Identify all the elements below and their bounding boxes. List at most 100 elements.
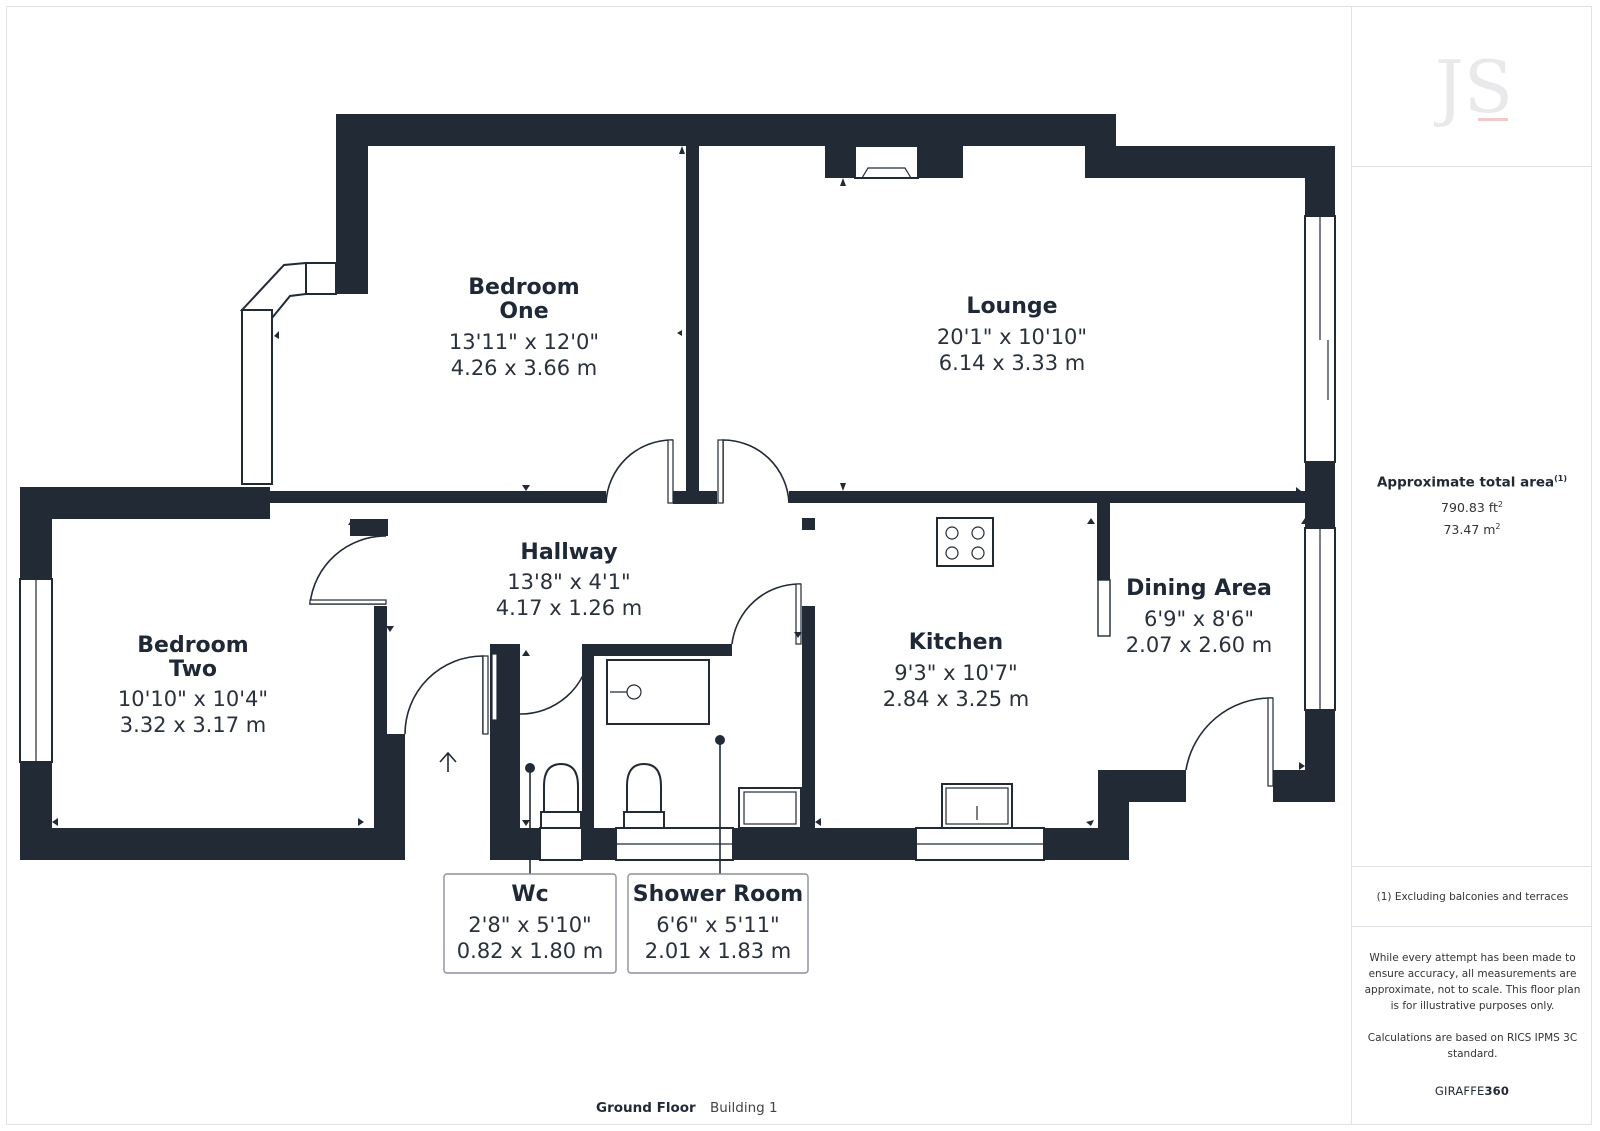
room-name: Wc [511,882,548,907]
door-front [404,655,484,735]
wall-lounge-bottom [789,491,1309,503]
room-dimension-imperial: 13'8" x 4'1" [507,570,630,594]
room-dimension-imperial: 13'11" x 12'0" [449,330,599,354]
shower-room-basin [738,787,802,829]
building-label: Building 1 [709,1100,778,1116]
wc-toilet [543,762,579,813]
room-dimension-metric: 2.84 x 3.25 m [883,687,1029,711]
shower-room-toilet [626,762,662,813]
room-dimension-imperial: 9'3" x 10'7" [894,661,1017,685]
sidebar-divider [1352,166,1592,167]
disclaimer-text: While every attempt has been made to ens… [1364,952,1581,1012]
js-logo-icon: JS [1434,45,1513,129]
room-name: One [499,299,548,324]
floor-plan: .w { fill: #222a36; } .wo { fill: #fffff… [6,6,1351,1125]
room-bedroom-two-label: Bedroom Two 10'10" x 10'4" 3.32 x 3.17 m [118,633,268,737]
room-name: Bedroom [137,633,248,658]
door-bedroom-two [309,535,387,605]
wall-bottom-shower [733,828,916,860]
window-wc [539,827,583,861]
wall-stub-hall [350,519,388,536]
floor-plan-drawing: .w { fill: #222a36; } .wo { fill: #fffff… [19,114,1336,974]
room-name: Lounge [966,294,1057,319]
wall-shower-kitchen-partition [802,606,815,860]
wall-bedroom-two-left-upper [20,487,52,579]
room-bedroom-one-label: Bedroom One 13'11" x 12'0" 4.26 x 3.66 m [449,275,599,380]
door-lounge [722,439,790,504]
wc-callout-box [443,873,617,974]
wall-wc-shower-partition [582,644,594,860]
info-sidebar: JS Approximate total area(1) 790.83 ft2 … [1351,6,1592,1125]
wall-bedroom-one-bottom [270,491,606,503]
calculations-text: Calculations are based on RICS IPMS 3C s… [1367,1032,1578,1060]
page-frame [6,6,1592,1125]
wall-kitchen-dining-partition [1097,500,1110,580]
wall-lounge-right-lower [1305,462,1335,528]
hob [936,517,994,567]
room-name: Shower Room [633,882,803,907]
svg-text:JS: JS [1434,45,1513,129]
area-sqft: 790.83 ft2 [1441,500,1503,516]
wall-dining-bottom-step [1098,770,1186,802]
doors [309,439,1274,787]
shower-callout-box [627,873,809,974]
chimney-left [825,146,855,178]
door-shower [731,583,801,645]
floor-footer: Ground Floor Building 1 [596,1100,778,1116]
room-name: Two [169,657,217,682]
room-shower-room-label: Shower Room 6'6" x 5'11" 2.01 x 1.83 m [633,882,803,963]
chimney-right [918,146,963,178]
wall-dining-bottom-right [1273,770,1335,802]
wall-shower-top [582,644,732,656]
room-name: Bedroom [468,275,579,300]
dimension-markers [52,146,1309,826]
wall-bedroom-lounge-partition [686,146,699,504]
door-wc [519,651,591,715]
wall-bedroom-two-right-thick [385,734,405,860]
door-bedroom-one [605,439,673,504]
door-dining [1185,697,1273,786]
walls [20,114,1335,860]
room-dimension-metric: 2.01 x 1.83 m [645,939,791,963]
room-name: Kitchen [909,630,1003,655]
room-dining-area-label: Dining Area 6'9" x 8'6" 2.07 x 2.60 m [1126,576,1272,657]
area-title: Approximate total area(1) [1376,474,1568,491]
sidebar-divider [1352,926,1592,927]
room-dimension-imperial: 6'9" x 8'6" [1144,607,1254,631]
wall-top [336,114,1116,146]
entrance-arrow-icon [439,751,457,772]
room-dimension-imperial: 10'10" x 10'4" [118,687,268,711]
wall-bedroom-two-right [374,606,387,828]
wall-lounge-top-right [1085,146,1335,178]
room-dimension-metric: 4.26 x 3.66 m [451,356,597,380]
area-footnote: (1) Excluding balconies and terraces [1376,891,1569,903]
room-dimension-metric: 4.17 x 1.26 m [496,596,642,620]
room-dimension-metric: 6.14 x 3.33 m [939,351,1085,375]
windows [19,215,1336,861]
window-bay-corner [239,261,307,321]
floor-label: Ground Floor [596,1100,696,1116]
brand-label: GIRAFFE360 [1434,1084,1510,1098]
room-dimension-imperial: 6'6" x 5'11" [656,913,779,937]
room-dimension-imperial: 20'1" x 10'10" [937,325,1087,349]
room-wc-label: Wc 2'8" x 5'10" 0.82 x 1.80 m [457,882,603,963]
room-kitchen-label: Kitchen 9'3" x 10'7" 2.84 x 3.25 m [883,630,1029,711]
wall-lounge-right-upper [1305,146,1335,216]
wall-bedroom-two-top [20,487,270,519]
room-dimension-metric: 0.82 x 1.80 m [457,939,603,963]
wall-stub-kitchen [802,518,815,530]
room-name: Dining Area [1126,576,1272,601]
wall-bedroom-one-left [336,114,368,294]
room-hallway-label: Hallway 13'8" x 4'1" 4.17 x 1.26 m [496,540,642,620]
area-sqm: 73.47 m2 [1443,522,1501,538]
sidebar-divider [1352,866,1592,867]
window-bay-side [241,309,273,485]
room-lounge-label: Lounge 20'1" x 10'10" 6.14 x 3.33 m [937,294,1087,375]
room-dimension-imperial: 2'8" x 5'10" [468,913,591,937]
fixtures [439,145,1013,829]
room-dimension-metric: 3.32 x 3.17 m [120,713,266,737]
window-bay-top [305,262,337,295]
wall-hall-doors-mid [673,491,717,504]
room-dimension-metric: 2.07 x 2.60 m [1126,633,1272,657]
room-name: Hallway [520,540,617,565]
